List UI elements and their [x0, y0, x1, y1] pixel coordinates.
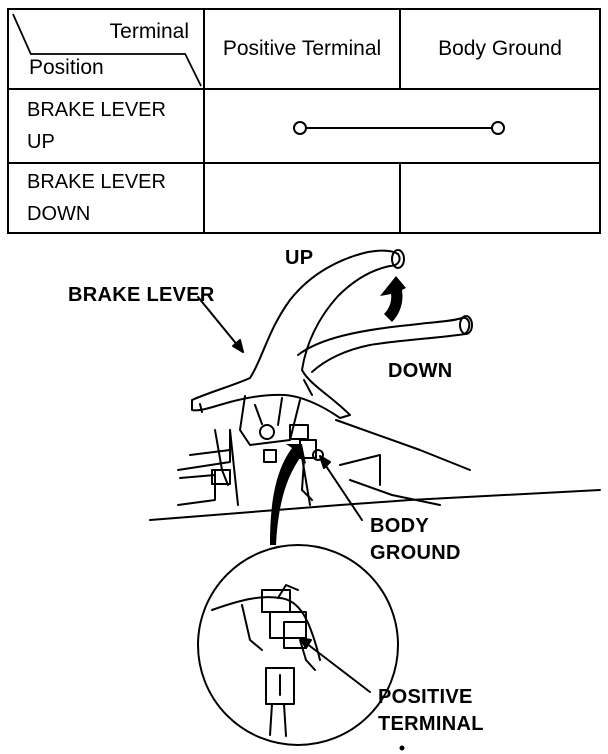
lever-up-button: [391, 249, 405, 269]
label-body-ground-line: BODY: [370, 515, 429, 537]
leader-body-ground: [321, 459, 363, 521]
lever-down-button: [459, 315, 473, 335]
label-brake-lever: BRAKE LEVER: [68, 284, 215, 306]
brake-lever-up-outline: [191, 249, 401, 419]
leader-positive-terminal: [301, 639, 371, 693]
detail-switch-closeup: [211, 584, 321, 737]
table-row-lever-down: BRAKE LEVER DOWN: [7, 162, 601, 234]
continuity-cell-up: [203, 88, 601, 164]
label-up: UP: [285, 247, 314, 269]
continuity-dot-ground: [491, 121, 505, 135]
continuity-indicator: [293, 121, 505, 135]
detail-callout-arrow: [270, 444, 306, 545]
label-positive-terminal-line: TERMINAL: [378, 713, 484, 735]
brake-lever-down-outline: [297, 316, 471, 373]
detail-magnifier-circle: [197, 544, 399, 746]
up-arrow: [380, 276, 406, 322]
cell-down-ground: [399, 162, 601, 234]
row-label-line: UP: [27, 131, 55, 153]
row-label-line: BRAKE LEVER: [27, 171, 166, 193]
continuity-table: Terminal Position Positive Terminal Body…: [7, 8, 601, 234]
row-label-line: DOWN: [27, 203, 91, 225]
lever-pivot-bracket: [211, 395, 301, 486]
table-header-row: Terminal Position Positive Terminal Body…: [7, 8, 601, 90]
cell-down-positive: [203, 162, 401, 234]
column-header-body-ground: Body Ground: [399, 8, 601, 90]
row-label-line: BRAKE LEVER: [27, 99, 166, 121]
label-body-ground: BODY GROUND: [370, 513, 461, 567]
label-down: DOWN: [388, 360, 453, 382]
table-row-lever-up: BRAKE LEVER UP: [7, 88, 601, 164]
column-header-positive-terminal: Positive Terminal: [203, 8, 401, 90]
label-body-ground-line: GROUND: [370, 542, 461, 564]
label-positive-terminal: POSITIVE TERMINAL: [378, 684, 484, 738]
label-positive-terminal-line: POSITIVE: [378, 686, 473, 708]
row-label-lever-up: BRAKE LEVER UP: [7, 88, 205, 164]
console-body: [149, 419, 601, 521]
corner-label-position: Position: [29, 56, 104, 79]
table-corner-cell: Terminal Position: [7, 8, 205, 90]
corner-label-terminal: Terminal: [109, 20, 189, 43]
row-label-lever-down: BRAKE LEVER DOWN: [7, 162, 205, 234]
corner-diagonal-line: [12, 13, 202, 87]
continuity-dot-positive: [293, 121, 307, 135]
